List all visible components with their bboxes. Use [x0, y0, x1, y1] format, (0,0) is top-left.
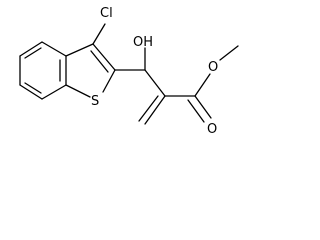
- structure-diagram: Cl OH S O O: [19, 6, 239, 137]
- bond-c3-cl: [92, 23, 106, 45]
- bond-c1-c2: [19, 41, 43, 57]
- bond-s-c7a: [65, 84, 91, 98]
- bond-c3-c2: [92, 43, 116, 71]
- bond-calpha-ch2: [144, 95, 166, 125]
- bond-oester-methyl: [219, 45, 239, 61]
- sulfur-label: S: [91, 94, 99, 109]
- bond-c2-s: [102, 69, 116, 93]
- chlorine-label: Cl: [100, 6, 113, 21]
- double-bond-calpha-ch2: [138, 95, 159, 122]
- bond-c3-c4: [19, 84, 43, 100]
- bond-c6-c3a: [65, 43, 94, 57]
- bond-c4-c5: [41, 84, 67, 100]
- bond-c6-c1: [41, 41, 67, 57]
- double-bond-inner-1: [24, 47, 42, 59]
- bond-ccarbonyl-ocarbonyl: [194, 95, 212, 119]
- double-bond-c3-c2: [90, 50, 109, 73]
- thiophene-ring: [65, 43, 116, 98]
- bond-choh-calpha: [144, 69, 166, 97]
- ester-oxygen-label: O: [208, 60, 218, 75]
- bond-ccarbonyl-oester: [194, 73, 211, 97]
- benzene-ring: [19, 41, 67, 100]
- double-bond-inner-2: [24, 82, 42, 94]
- carbonyl-oxygen-label: O: [207, 122, 217, 137]
- hydroxyl-label: OH: [133, 35, 153, 50]
- double-bond-ccarbonyl-ocarbonyl: [187, 99, 205, 123]
- side-chain: [114, 45, 239, 125]
